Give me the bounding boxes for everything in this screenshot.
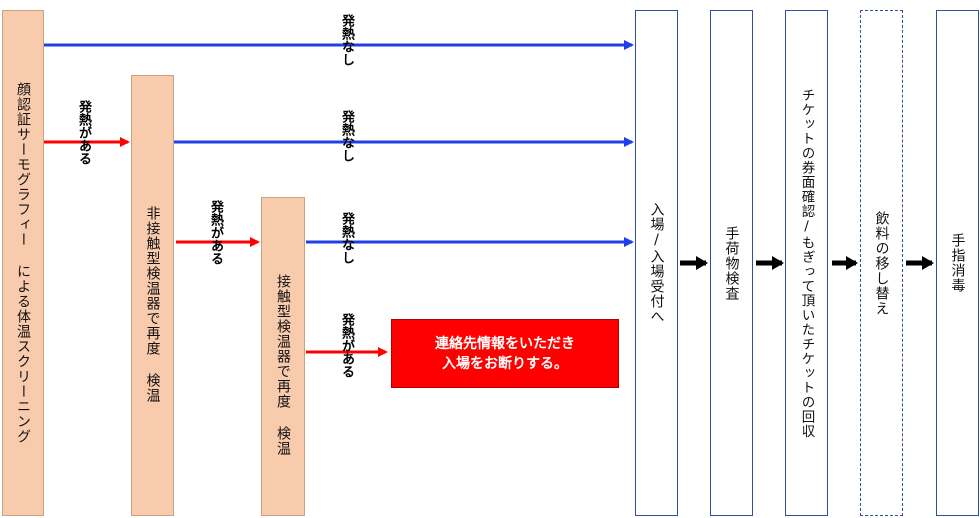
baggage-check-label: 手荷物検査 bbox=[723, 225, 740, 301]
contact-thermometer-label: 接触型検温器で再度 検温 bbox=[275, 274, 291, 456]
entry-label: 入場/入場受付へ bbox=[648, 202, 665, 324]
fever-label-3: 発熱がある bbox=[339, 313, 354, 378]
ticket-check-box: チケットの券面確認/もぎって頂いたチケットの回収 bbox=[785, 10, 828, 516]
no-fever-label-2: 発熱なし bbox=[339, 110, 354, 162]
face-recognition-label: 顔認証サーモグラフィー による体温スクリーニング bbox=[15, 82, 31, 444]
drink-transfer-box: 飲料の移し替え bbox=[860, 10, 903, 516]
no-fever-label-1: 発熱なし bbox=[339, 14, 354, 66]
noncontact-thermometer-label: 非接触型検温器で再度 検温 bbox=[144, 206, 161, 403]
fever-label-1: 発熱がある bbox=[76, 100, 91, 165]
baggage-check-box: 手荷物検査 bbox=[710, 10, 753, 516]
entry-box: 入場/入場受付へ bbox=[635, 10, 678, 516]
face-recognition-box: 顔認証サーモグラフィー による体温スクリーニング bbox=[2, 10, 44, 516]
drink-transfer-label: 飲料の移し替え bbox=[873, 210, 890, 316]
refusal-line-2: 入場をお断りする。 bbox=[442, 355, 568, 372]
hand-sanitize-box: 手指消毒 bbox=[936, 10, 979, 516]
hand-sanitize-label: 手指消毒 bbox=[949, 233, 966, 293]
noncontact-thermometer-box: 非接触型検温器で再度 検温 bbox=[131, 75, 174, 516]
ticket-check-label: チケットの券面確認/もぎって頂いたチケットの回収 bbox=[798, 87, 815, 439]
contact-thermometer-box: 接触型検温器で再度 検温 bbox=[261, 197, 305, 516]
refusal-box: 連絡先情報をいただき 入場をお断りする。 bbox=[391, 319, 619, 388]
fever-label-2: 発熱がある bbox=[208, 200, 223, 265]
no-fever-label-3: 発熱なし bbox=[339, 212, 354, 264]
refusal-line-1: 連絡先情報をいただき bbox=[435, 335, 575, 352]
